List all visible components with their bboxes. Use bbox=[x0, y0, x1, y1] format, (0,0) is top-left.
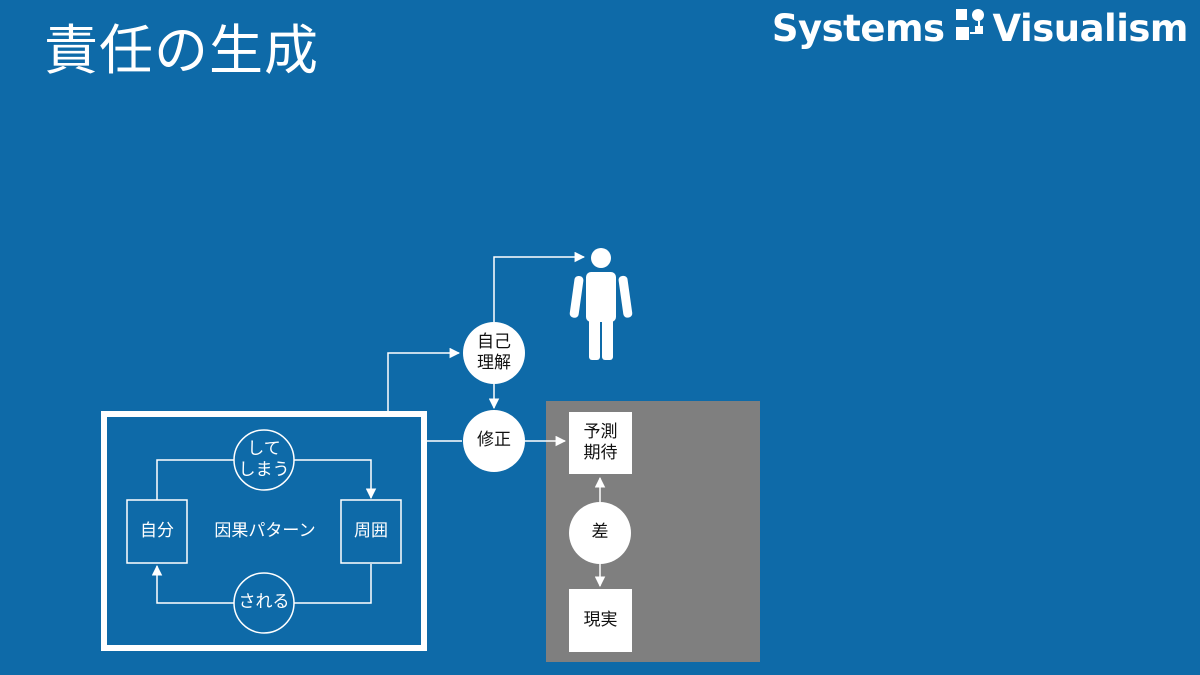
surroundings-box bbox=[340, 499, 402, 564]
self-understanding-line1: 自己 bbox=[477, 331, 511, 352]
self-box bbox=[126, 499, 188, 564]
correction-label: 修正 bbox=[477, 430, 511, 451]
expectation-line1: 予測 bbox=[583, 421, 618, 442]
difference-label: 差 bbox=[591, 522, 609, 543]
causal-pattern-label: 因果パターン bbox=[214, 521, 316, 542]
do-label-line2: しまう bbox=[238, 460, 290, 480]
receive-circle bbox=[233, 572, 295, 634]
arrow-to-self-understanding bbox=[387, 347, 461, 411]
surroundings-label: 周囲 bbox=[354, 520, 388, 541]
brand-logo: Systems Visualism bbox=[771, 4, 1189, 52]
page-title: 責任の生成 bbox=[44, 19, 319, 82]
do-circle bbox=[233, 429, 295, 491]
loop-arrow-top bbox=[156, 459, 371, 500]
arrow-to-person bbox=[493, 251, 586, 322]
self-understanding-label: 自己 理解 bbox=[463, 322, 525, 384]
correction-circle bbox=[463, 410, 525, 472]
loop-frame bbox=[101, 411, 427, 651]
self-label: 自分 bbox=[140, 520, 174, 541]
expectation-label: 予測 期待 bbox=[569, 412, 632, 474]
loop-arrow-bottom bbox=[157, 564, 372, 604]
do-label-line1: して bbox=[247, 438, 281, 459]
expectation-line2: 期待 bbox=[583, 443, 618, 463]
self-understanding-line2: 理解 bbox=[477, 353, 511, 373]
reality-label: 現実 bbox=[583, 609, 618, 630]
expectation-box bbox=[569, 412, 632, 474]
person-icon bbox=[569, 248, 633, 360]
reality-box bbox=[569, 589, 632, 652]
brand-text-right: Visualism bbox=[992, 6, 1189, 50]
brand-text-left: Systems bbox=[771, 6, 945, 50]
self-understanding-circle bbox=[463, 322, 525, 384]
do-label: して しまう bbox=[234, 430, 294, 490]
difference-circle bbox=[569, 502, 631, 564]
logo-icon bbox=[955, 7, 985, 50]
receive-label: される bbox=[238, 592, 290, 613]
